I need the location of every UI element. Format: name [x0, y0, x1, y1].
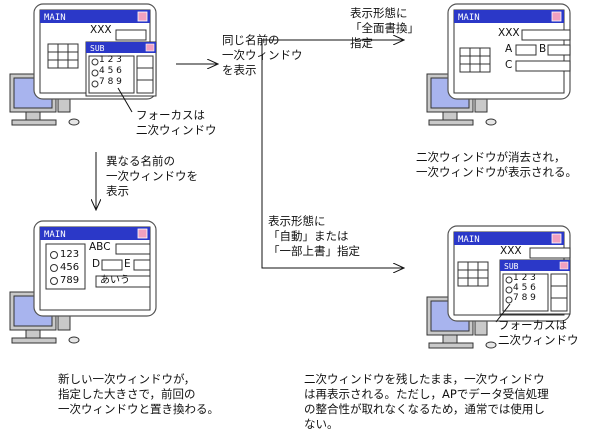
- screen-top-right: [426, 3, 571, 126]
- field-label: XXX: [90, 24, 112, 36]
- focus-pointer: [117, 87, 133, 113]
- label-different-name: 異なる名前の 一次ウィンドウを 表示: [106, 154, 198, 198]
- option-label: 456: [60, 262, 80, 273]
- option-list-top-left: [91, 58, 99, 88]
- field-label: D: [92, 258, 101, 270]
- field-label: C: [505, 59, 513, 71]
- field-label: E: [124, 258, 131, 270]
- result-bottom-left: 新しい一次ウィンドウが， 指定した大きさで，前回の 一次ウィンドウと置き換わる。: [58, 372, 219, 416]
- focus-pointer: [495, 303, 511, 323]
- grid-icon: [459, 47, 491, 73]
- focus-note-bottom-right: フォーカスは 二次ウィンドウ: [498, 318, 579, 347]
- option-list-bottom-left: [50, 251, 58, 285]
- result-bottom-right: 二次ウィンドウを残したまま，一次ウィンドウ は再表示される。ただし，APでデータ…: [304, 372, 549, 431]
- result-top-right: 二次ウィンドウが消去され， 一次ウィンドウが表示される。: [416, 150, 577, 179]
- field-label: XXX: [500, 245, 522, 257]
- label-same-name: 同じ名前の 一次ウィンドウ を表示: [222, 33, 303, 77]
- field-label: XXX: [498, 27, 520, 39]
- option-label: 1 2 3: [99, 55, 122, 65]
- screen-bottom-right: [426, 225, 571, 349]
- option-label: 4 5 6: [513, 283, 536, 293]
- focus-note-top-left: フォーカスは 二次ウィンドウ: [136, 108, 217, 137]
- option-label: 7 8 9: [513, 293, 536, 303]
- option-label: 4 5 6: [99, 66, 122, 76]
- input-value: あいう: [100, 275, 130, 286]
- option-label: 789: [60, 275, 80, 286]
- arrow-auto-mode: [261, 94, 404, 268]
- option-label: 123: [60, 249, 80, 260]
- screen-bottom-left: [9, 220, 157, 344]
- field-label: ABC: [89, 241, 111, 253]
- option-list-bottom-right: [505, 276, 513, 304]
- grid-icon: [457, 261, 489, 287]
- field-label: B: [539, 43, 547, 55]
- option-label: 7 8 9: [99, 77, 122, 87]
- screen-top-left: [9, 3, 157, 126]
- arrow-replace-mode: [261, 40, 404, 94]
- label-auto-mode: 表示形態に 「自動」または 「一部上書」指定: [268, 214, 360, 258]
- option-label: 1 2 3: [513, 273, 536, 283]
- field-label: A: [505, 43, 513, 55]
- label-replace-mode: 表示形態に 「全面書換」 指定: [350, 6, 419, 50]
- grid-icon: [47, 43, 79, 69]
